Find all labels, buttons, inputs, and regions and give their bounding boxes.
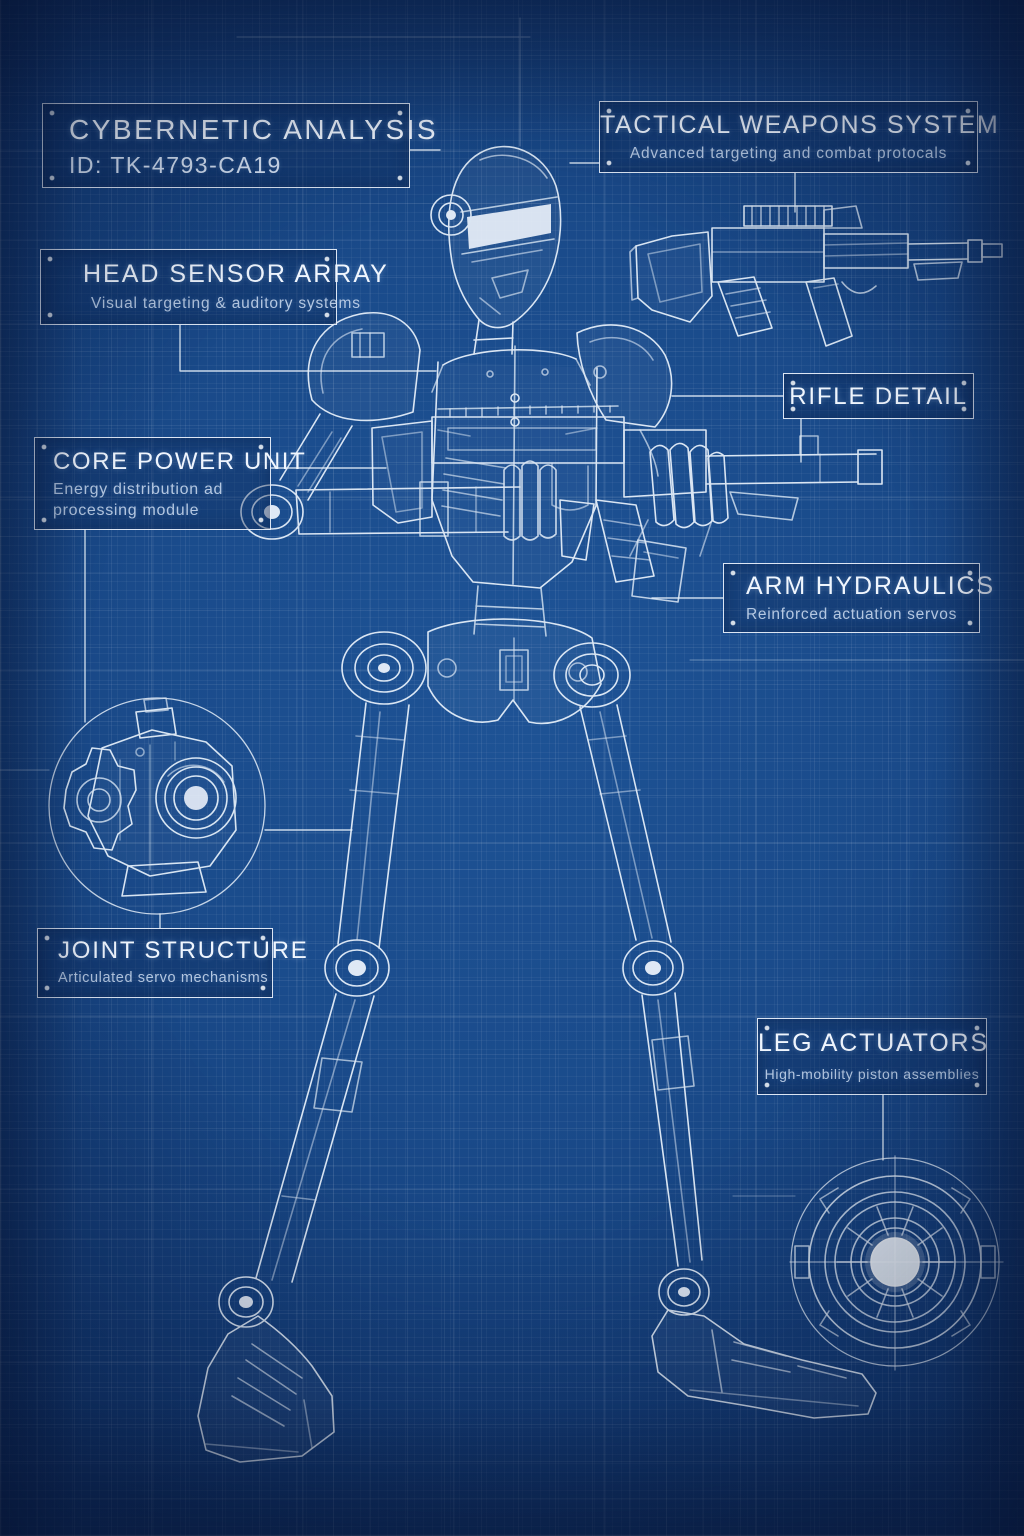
robot-right-leg — [579, 704, 877, 1419]
robot-head — [430, 145, 562, 329]
robot-right-arm — [629, 429, 729, 557]
label-title: CORE POWER UNIT — [53, 448, 307, 475]
label-subtitle-line1: Energy distribution ad — [53, 481, 224, 498]
label-subtitle: Advanced targeting and combat protocals — [629, 145, 948, 162]
label-subtitle: Visual targeting & auditory systems — [91, 295, 361, 312]
robot-figure — [197, 145, 883, 1463]
label-title: HEAD SENSOR ARRAY — [83, 260, 389, 288]
actuator-detail-drawing — [790, 1157, 1000, 1367]
robot-left-arm — [240, 413, 557, 541]
robot-shoulders — [307, 312, 673, 428]
rifle-detail-drawing — [629, 205, 1003, 347]
visor — [467, 204, 551, 249]
label-core-power-unit: CORE POWER UNIT Energy distribution ad p… — [34, 437, 307, 530]
robot-pelvis — [341, 618, 631, 725]
label-rifle-detail: RIFLE DETAIL — [783, 373, 974, 419]
label-leg-actuators: LEG ACTUATORS High-mobility piston assem… — [757, 1018, 987, 1095]
label-cybernetic-analysis: CYBERNETIC ANALYSIS ID: TK-4793-CA19 — [42, 103, 439, 188]
label-title: TACTICAL WEAPONS SYSTEM — [600, 111, 1000, 139]
label-subtitle: High-mobility piston assemblies — [764, 1066, 980, 1082]
label-tactical-weapons-system: TACTICAL WEAPONS SYSTEM Advanced targeti… — [599, 101, 1000, 173]
label-subtitle: ID: TK-4793-CA19 — [69, 152, 282, 178]
label-head-sensor-array: HEAD SENSOR ARRAY Visual targeting & aud… — [40, 249, 389, 325]
construction-lines — [0, 17, 1024, 1197]
held-rifle — [371, 405, 883, 603]
label-title: CYBERNETIC ANALYSIS — [69, 114, 439, 145]
label-arm-hydraulics: ARM HYDRAULICS Reinforced actuation serv… — [723, 563, 995, 633]
label-subtitle: Articulated servo mechanisms — [58, 970, 269, 986]
label-title: RIFLE DETAIL — [789, 383, 968, 410]
label-joint-structure: JOINT STRUCTURE Articulated servo mechan… — [37, 928, 309, 998]
label-title: ARM HYDRAULICS — [746, 572, 995, 600]
joint-detail-drawing — [48, 697, 266, 915]
label-subtitle: Reinforced actuation servos — [746, 606, 958, 623]
label-title: JOINT STRUCTURE — [58, 937, 309, 964]
label-subtitle-line2: processing module — [53, 502, 200, 519]
robot-left-leg — [197, 702, 410, 1463]
robot-torso — [431, 345, 598, 637]
label-title: LEG ACTUATORS — [758, 1029, 989, 1057]
